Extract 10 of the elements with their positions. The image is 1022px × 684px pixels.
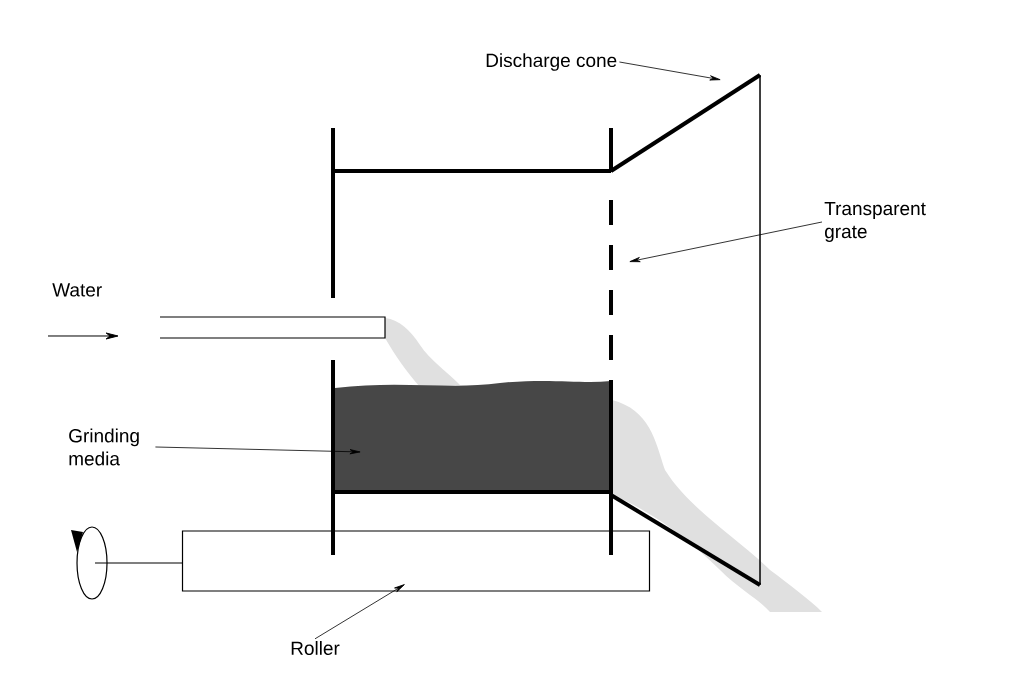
callout-label: Water <box>52 283 102 297</box>
callout-label: Roller <box>291 641 340 655</box>
callout-label: Transparent grate <box>824 202 926 242</box>
roller-box <box>181 530 651 592</box>
callout-label: Discharge cone <box>486 53 617 71</box>
leader-line <box>619 61 721 81</box>
leader-line <box>314 584 405 640</box>
leader-line <box>155 446 361 455</box>
leader-line <box>629 221 823 263</box>
callout-label: Grinding media <box>69 428 139 466</box>
